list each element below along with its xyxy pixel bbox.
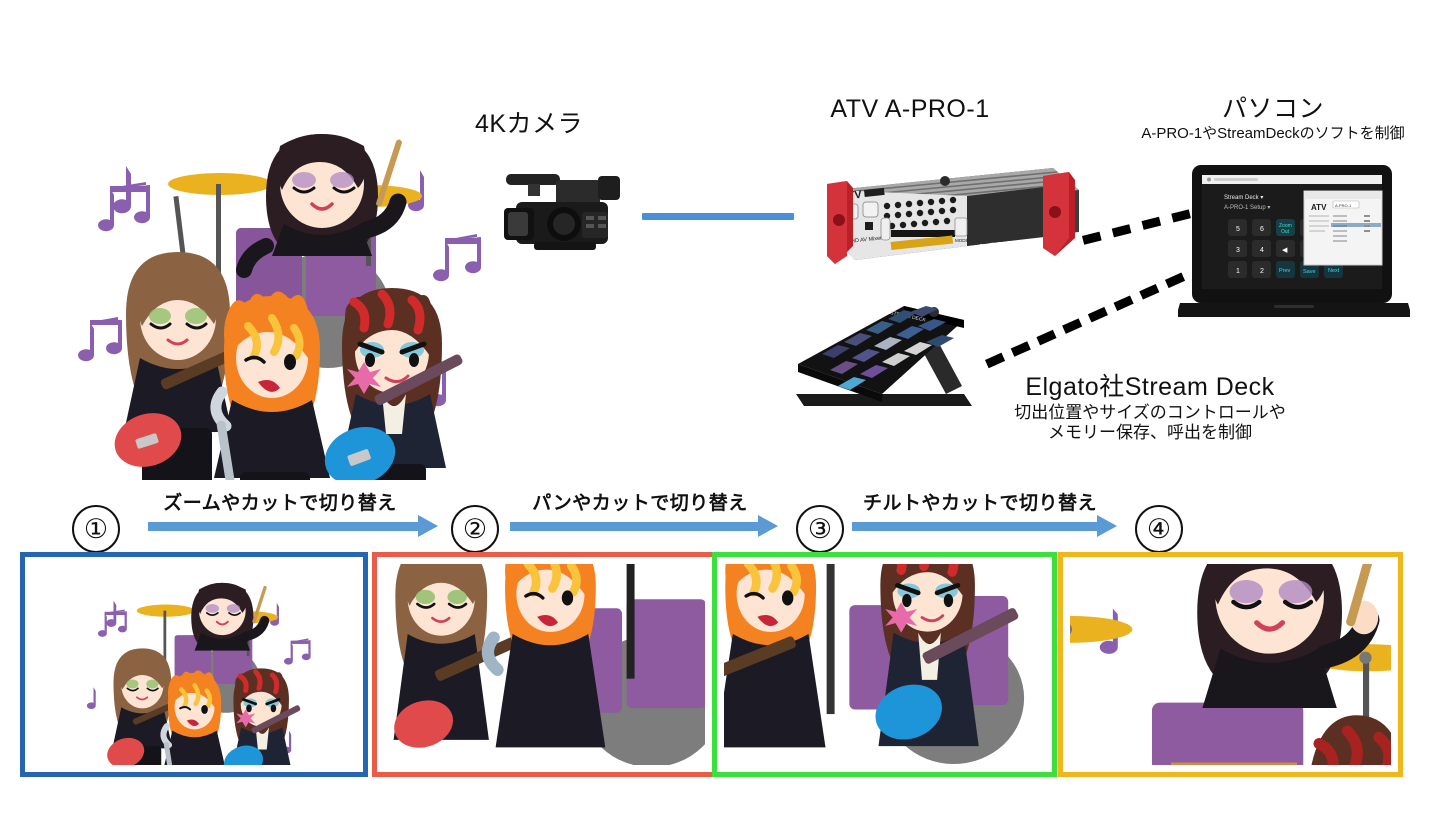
camera-label: 4Kカメラ (429, 110, 629, 140)
mixer-label: ATV A-PRO-1 (760, 95, 1060, 125)
svg-text:A-PRO-1: A-PRO-1 (1335, 203, 1352, 208)
shot-panel-4-image (1070, 564, 1391, 765)
svg-text:MODE: MODE (955, 238, 969, 243)
laptop-art: Stream Deck ▾ A-PRO-1 Setup ▾ 5 6 ZoomOu… (1176, 165, 1412, 317)
streamdeck-label-sub1: 切出位置やサイズのコントロールや (1014, 402, 1286, 422)
apro1-art: ATV 4K/UHD AV Mixer VALUE / FADER A-PRO-… (827, 168, 1079, 264)
pc-label-subtitle: A-PRO-1やStreamDeckのソフトを制御 (1141, 124, 1405, 142)
camera-label-text: 4Kカメラ (474, 110, 584, 138)
svg-text:4K/UHD AV Mixer: 4K/UHD AV Mixer (839, 235, 883, 246)
arrow-shaft (510, 522, 758, 531)
arrow-head (758, 515, 778, 537)
svg-text:Next: Next (1328, 268, 1340, 274)
transition-caption-1: ズームやカットで切り替え (163, 493, 397, 514)
svg-text:Stream Deck ▾: Stream Deck ▾ (1224, 195, 1263, 201)
transition-arrow-2 (510, 515, 778, 537)
svg-text:Out: Out (1281, 229, 1290, 235)
streamdeck-device: STREAM DECK (786, 298, 986, 416)
step-number-2: ② (451, 505, 499, 553)
transition-arrow-3 (852, 515, 1117, 537)
svg-text:4: 4 (1260, 247, 1264, 254)
svg-text:Save: Save (1303, 269, 1316, 275)
shot-panel-1[interactable] (20, 552, 368, 777)
svg-text:6: 6 (1260, 226, 1264, 233)
svg-text:1: 1 (1236, 268, 1240, 275)
streamdeck-to-pc-link (985, 272, 1186, 369)
svg-text:Prev: Prev (1279, 268, 1291, 274)
band-illustration-art (78, 134, 482, 480)
svg-text:2: 2 (1260, 268, 1264, 275)
shot-panel-4[interactable] (1058, 552, 1403, 777)
pc-label: パソコン A-PRO-1やStreamDeckのソフトを制御 (1112, 95, 1434, 142)
pc-label-title: パソコン (1221, 95, 1324, 123)
mixer-label-text: ATV A-PRO-1 (830, 95, 990, 123)
shot-panel-1-image (32, 564, 356, 765)
transition-arrow-1 (148, 515, 438, 537)
arrow-shaft (852, 522, 1097, 531)
shot1-art (86, 582, 311, 765)
arrow-head (1097, 515, 1117, 537)
streamdeck-art: STREAM DECK (796, 306, 972, 406)
shot-panel-3-image (724, 564, 1045, 765)
arrow-shaft (148, 522, 418, 531)
camera-art (504, 174, 620, 250)
shot-panel-3[interactable] (712, 552, 1057, 777)
arrow-head (418, 515, 438, 537)
streamdeck-label-title: Elgato社Stream Deck (1025, 373, 1275, 401)
svg-text:3: 3 (1236, 247, 1240, 254)
band-illustration (70, 100, 490, 480)
transition-caption-3: チルトやカットで切り替え (862, 493, 1097, 514)
svg-text:5: 5 (1236, 226, 1240, 233)
step-number-3: ③ (796, 505, 844, 553)
shot-panel-2-image (384, 564, 705, 765)
step-number-4: ④ (1135, 505, 1183, 553)
streamdeck-label: Elgato社Stream Deck 切出位置やサイズのコントロールや メモリー… (975, 373, 1325, 443)
shot2-art (393, 564, 705, 765)
svg-text:A-PRO-1 Setup ▾: A-PRO-1 Setup ▾ (1224, 205, 1270, 211)
svg-text:Zoom: Zoom (1279, 223, 1292, 229)
camera-to-mixer-link (642, 213, 794, 220)
svg-text:A-PRO-1: A-PRO-1 (977, 238, 1023, 255)
svg-text:ATV: ATV (1311, 203, 1327, 212)
svg-text:◀: ◀ (1282, 247, 1288, 254)
transition-caption-2: パンやカットで切り替え (532, 493, 748, 514)
streamdeck-label-sub2: メモリー保存、呼出を制御 (1048, 422, 1252, 442)
mixer-to-pc-link (1082, 209, 1191, 245)
shot4-art (1070, 564, 1391, 765)
shot3-art (724, 564, 1025, 765)
camera-illustration (498, 170, 648, 260)
apro1-device: ATV 4K/UHD AV Mixer VALUE / FADER A-PRO-… (795, 160, 1085, 280)
shot-panel-2[interactable] (372, 552, 717, 777)
step-number-1: ① (72, 505, 120, 553)
